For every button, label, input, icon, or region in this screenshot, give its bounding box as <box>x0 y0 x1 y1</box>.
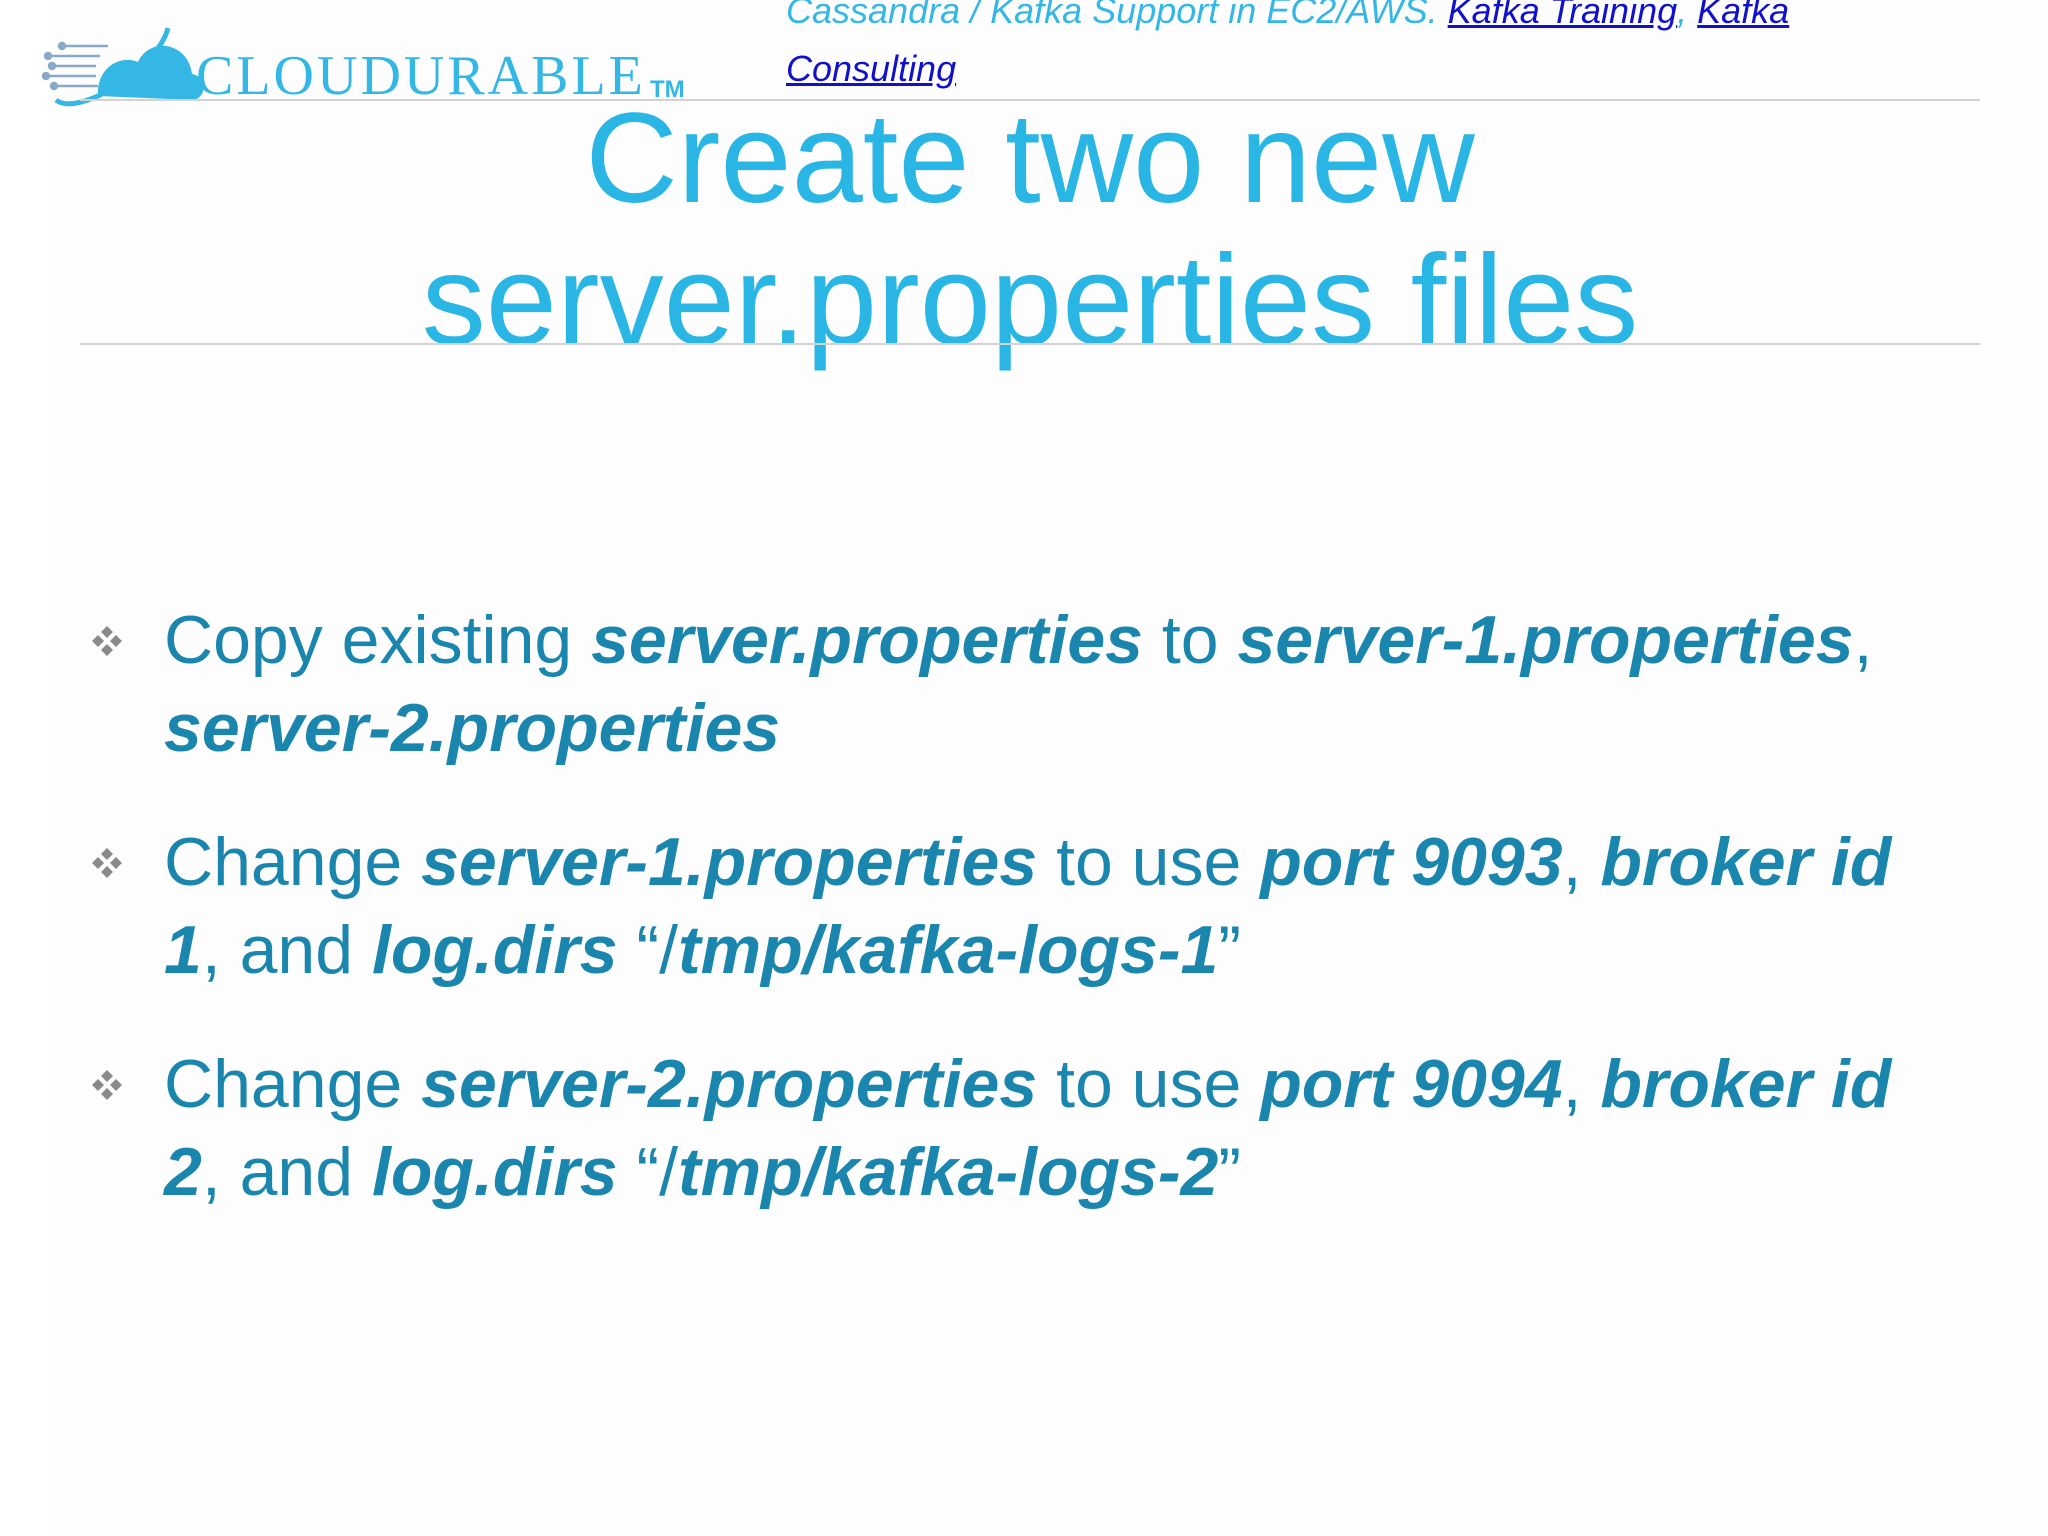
bullet-text-part: ” <box>1218 1134 1241 1210</box>
bullet-emphasis: tmp/kafka-logs-1 <box>677 912 1219 988</box>
bullet-emphasis: port 9093 <box>1260 824 1563 900</box>
banner-text: Cassandra / Kafka Support in EC2/AWS. <box>786 0 1448 31</box>
logo-trademark: TM <box>650 76 685 103</box>
bullet-emphasis: log.dirs <box>371 912 618 988</box>
bullet-text-part: , <box>1562 824 1601 900</box>
bullet-emphasis: server.properties <box>591 602 1143 678</box>
cloudurable-logo[interactable]: CLOUDURABLE TM <box>38 8 685 120</box>
header-divider-top <box>80 99 1980 101</box>
logo-wordmark: CLOUDURABLE <box>196 45 646 107</box>
bullet-emphasis: broker id 2 <box>164 1046 1892 1210</box>
kafka-consulting-link[interactable]: Kafka Consulting <box>786 0 1790 89</box>
bullet-emphasis: server-2.properties <box>421 1046 1038 1122</box>
bullet-text-part: Change <box>164 824 422 900</box>
bullet-item: Change server-1.properties to use port 9… <box>88 818 1958 994</box>
bullet-text-part: , and <box>201 912 372 988</box>
bullet-emphasis: tmp/kafka-logs-2 <box>677 1134 1219 1210</box>
bullet-emphasis: port 9094 <box>1260 1046 1563 1122</box>
banner-separator: , <box>1677 0 1698 31</box>
bullet-item: Copy existing server.properties to serve… <box>88 596 1958 772</box>
bullet-text-part: to use <box>1037 1046 1261 1122</box>
top-banner: Cassandra / Kafka Support in EC2/AWS. Ka… <box>786 0 1966 98</box>
cloud-circuit-logo-icon <box>41 27 204 107</box>
bullet-item: Change server-2.properties to use port 9… <box>88 1040 1958 1216</box>
slide-title: Create two new server.properties files <box>80 88 1980 372</box>
slide-title-line-2: server.properties files <box>421 229 1639 372</box>
bullet-text-part: Change <box>164 1046 422 1122</box>
diamond-cluster-bullet-icon <box>92 1070 122 1100</box>
diamond-cluster-bullet-icon <box>92 848 122 878</box>
bullet-text-part: , <box>1562 1046 1601 1122</box>
bullet-text: Change server-2.properties to use port 9… <box>164 1040 1958 1216</box>
bullet-emphasis: server-1.properties <box>1237 602 1854 678</box>
bullet-list: Copy existing server.properties to serve… <box>88 596 1958 1262</box>
bullet-text-part: , and <box>201 1134 372 1210</box>
header-divider-bottom <box>80 343 1980 345</box>
bullet-emphasis: log.dirs <box>371 1134 618 1210</box>
bullet-text-part: to <box>1142 602 1238 678</box>
bullet-text-part: “/ <box>617 1134 678 1210</box>
bullet-text-part: , <box>1853 602 1873 678</box>
diamond-cluster-bullet-icon <box>92 626 122 656</box>
bullet-text: Copy existing server.properties to serve… <box>164 596 1958 772</box>
bullet-text-part: Copy existing <box>164 602 592 678</box>
bullet-text: Change server-1.properties to use port 9… <box>164 818 1958 994</box>
kafka-training-link[interactable]: Kafka Training <box>1447 0 1678 31</box>
slide-title-line-1: Create two new <box>585 87 1475 230</box>
bullet-emphasis: server-2.properties <box>164 690 781 766</box>
bullet-emphasis: broker id 1 <box>164 824 1892 988</box>
bullet-text-part: “/ <box>617 912 678 988</box>
bullet-emphasis: server-1.properties <box>421 824 1038 900</box>
bullet-text-part: to use <box>1037 824 1261 900</box>
slide-background <box>48 0 2048 1536</box>
bullet-text-part: ” <box>1218 912 1241 988</box>
